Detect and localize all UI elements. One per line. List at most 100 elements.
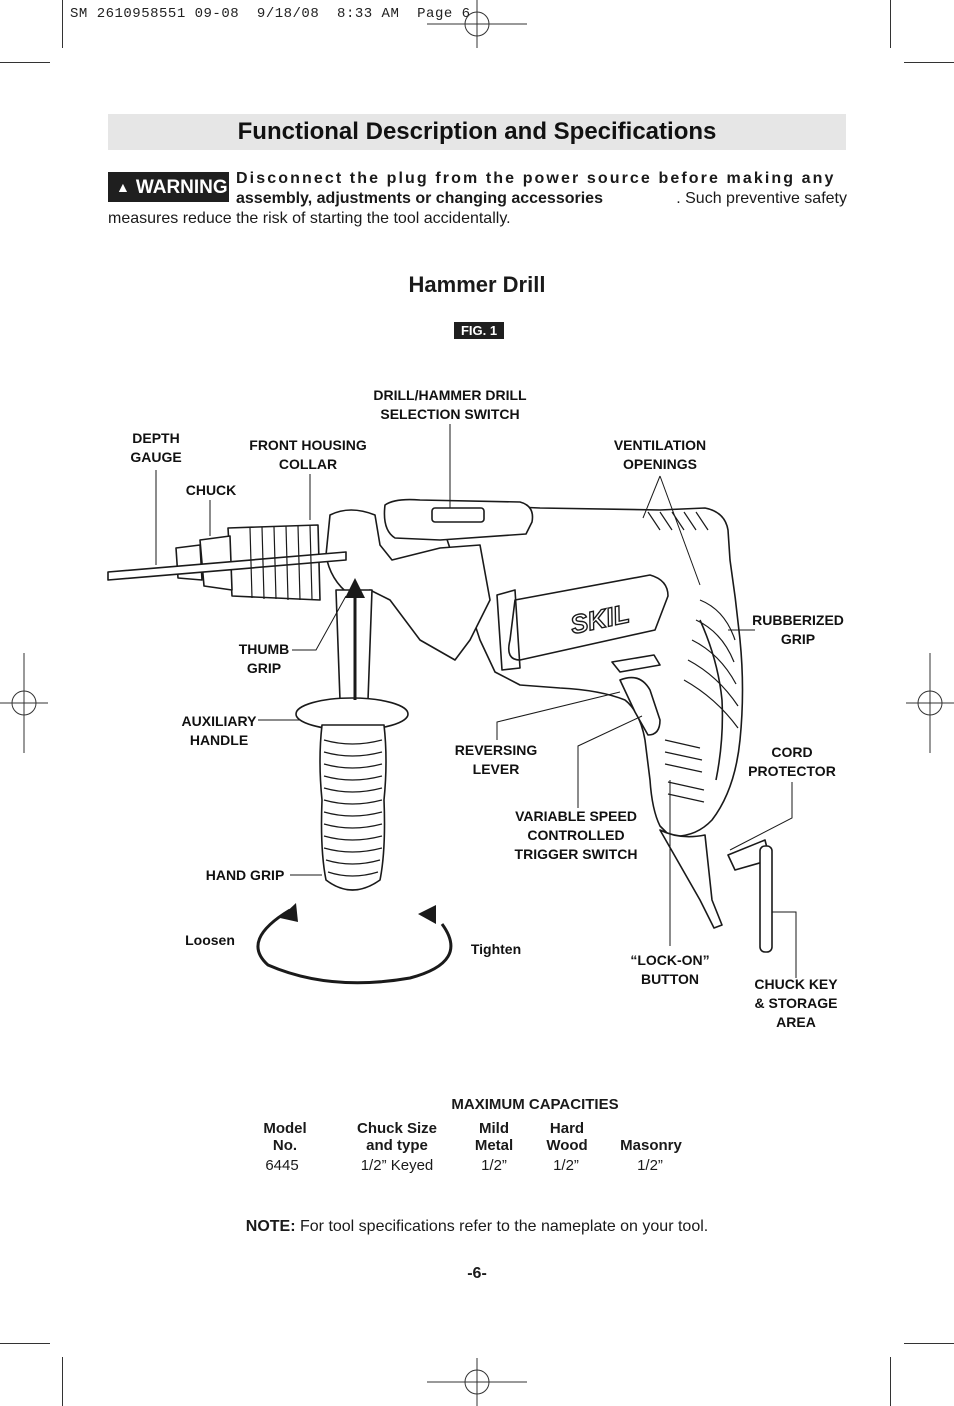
arrow-head-icon <box>345 578 365 598</box>
cell-chuck-size: 1/2” Keyed <box>360 1157 434 1174</box>
column-header-hard-wood: Hard Wood <box>534 1120 600 1154</box>
label-line: Loosen <box>185 932 235 948</box>
warning-line-2: assembly, adjustments or changing access… <box>236 190 847 208</box>
label-reversing-lever: REVERSING LEVER <box>446 741 546 779</box>
label-line: DRILL/HAMMER DRILL <box>373 387 527 403</box>
warning-line-2-rest: . Such preventive safety <box>676 190 847 207</box>
label-line: & STORAGE <box>754 995 838 1011</box>
column-header-chuck-size: Chuck Size and type <box>342 1120 452 1154</box>
section-subtitle: Hammer Drill <box>408 272 546 297</box>
label-line: REVERSING <box>454 742 538 758</box>
label-thumb-grip: THUMB GRIP <box>228 640 300 678</box>
label-line: CORD <box>771 744 813 760</box>
header-line: and type <box>366 1137 428 1154</box>
note-body: For tool specifications refer to the nam… <box>295 1218 709 1235</box>
label-line: TRIGGER SWITCH <box>514 846 638 862</box>
header-line: Masonry <box>620 1137 682 1154</box>
page-title: Functional Description and Specification… <box>237 118 717 145</box>
crop-mark <box>0 62 50 63</box>
column-header-masonry: Masonry <box>608 1120 694 1154</box>
tighten-arrowhead-icon <box>418 905 436 924</box>
label-variable-speed-trigger: VARIABLE SPEED CONTROLLED TRIGGER SWITCH <box>506 807 646 864</box>
label-line: COLLAR <box>278 456 338 472</box>
header-line: No. <box>272 1137 298 1154</box>
label-line: HAND GRIP <box>205 867 285 883</box>
leader-lines <box>155 424 797 978</box>
header-line: Model <box>263 1120 307 1137</box>
table-caption: MAXIMUM CAPACITIES <box>451 1096 619 1113</box>
label-line: SELECTION SWITCH <box>380 406 520 422</box>
note-label: NOTE: <box>245 1218 296 1235</box>
crop-mark <box>904 1343 954 1344</box>
crop-mark <box>890 1357 891 1406</box>
label-line: GRIP <box>780 631 816 647</box>
label-line: VENTILATION <box>613 437 707 453</box>
label-line: THUMB <box>238 641 290 657</box>
warning-line-1: Disconnect the plug from the power sourc… <box>236 170 836 187</box>
label-line: LEVER <box>472 761 520 777</box>
rotation-arrow <box>256 908 453 985</box>
label-auxiliary-handle: AUXILIARY HANDLE <box>174 712 264 750</box>
label-line: “LOCK-ON” <box>630 952 710 968</box>
label-line: Tighten <box>470 941 522 957</box>
crop-mark <box>62 1357 63 1406</box>
title-bar <box>108 114 846 150</box>
label-line: CONTROLLED <box>527 827 625 843</box>
warning-line-3: measures reduce the risk of starting the… <box>108 210 511 227</box>
label-line: PROTECTOR <box>748 763 836 779</box>
crop-mark <box>0 1343 50 1344</box>
label-rubberized-grip: RUBBERIZED GRIP <box>748 611 848 649</box>
label-line: OPENINGS <box>623 456 697 472</box>
label-chuck-key-storage: CHUCK KEY & STORAGE AREA <box>746 975 846 1032</box>
warning-badge: ▲ WARNING <box>108 172 229 202</box>
header-line: Hard <box>549 1120 585 1137</box>
grip-ribs <box>249 511 739 877</box>
label-front-housing-collar: FRONT HOUSING COLLAR <box>238 436 378 474</box>
label-loosen: Loosen <box>180 931 240 950</box>
cell-hard-wood: 1/2” <box>553 1157 579 1174</box>
crop-mark <box>890 0 891 48</box>
label-depth-gauge: DEPTH GAUGE <box>116 429 196 467</box>
label-drill-hammer-switch: DRILL/HAMMER DRILL SELECTION SWITCH <box>360 386 540 424</box>
cell-model: 6445 <box>265 1157 299 1174</box>
warning-triangle-icon: ▲ <box>116 179 130 195</box>
print-slug: SM 2610958551 09-08 9/18/08 8:33 AM Page… <box>70 6 471 22</box>
label-line: VARIABLE SPEED <box>515 808 637 824</box>
label-line: AUXILIARY <box>181 713 257 729</box>
label-line: CHUCK <box>185 482 237 498</box>
figure-badge: FIG. 1 <box>454 322 504 339</box>
label-line: BUTTON <box>640 971 700 987</box>
cell-masonry: 1/2” <box>637 1157 663 1174</box>
label-line: AREA <box>776 1014 816 1030</box>
label-lock-on-button: “LOCK-ON” BUTTON <box>620 951 720 989</box>
label-ventilation-openings: VENTILATION OPENINGS <box>600 436 720 474</box>
column-header-model: Model No. <box>240 1120 330 1154</box>
warning-line-2-bold: assembly, adjustments or changing access… <box>236 190 603 207</box>
cell-mild-metal: 1/2” <box>481 1157 507 1174</box>
page-number: -6- <box>467 1265 487 1282</box>
label-line: CHUCK KEY <box>754 976 838 992</box>
label-tighten: Tighten <box>464 940 528 959</box>
label-chuck: CHUCK <box>176 481 246 500</box>
column-header-mild-metal: Mild Metal <box>460 1120 528 1154</box>
label-line: GAUGE <box>130 449 182 465</box>
label-line: HANDLE <box>189 732 249 748</box>
note-text: NOTE: For tool specifications refer to t… <box>0 1218 954 1236</box>
crop-mark <box>904 62 954 63</box>
label-line: FRONT HOUSING <box>249 437 367 453</box>
label-hand-grip: HAND GRIP <box>200 866 290 885</box>
header-line: Metal <box>474 1137 514 1154</box>
label-cord-protector: CORD PROTECTOR <box>744 743 840 781</box>
header-line: Wood <box>546 1137 588 1154</box>
warning-badge-label: WARNING <box>135 177 228 198</box>
header-line: Mild <box>479 1120 509 1137</box>
label-line: GRIP <box>246 660 282 676</box>
label-line: RUBBERIZED <box>752 612 844 628</box>
header-line <box>608 1120 694 1137</box>
label-line: DEPTH <box>132 430 180 446</box>
crop-mark <box>62 0 63 48</box>
loosen-arrowhead-icon <box>280 903 298 922</box>
header-line: Chuck Size <box>356 1120 438 1137</box>
